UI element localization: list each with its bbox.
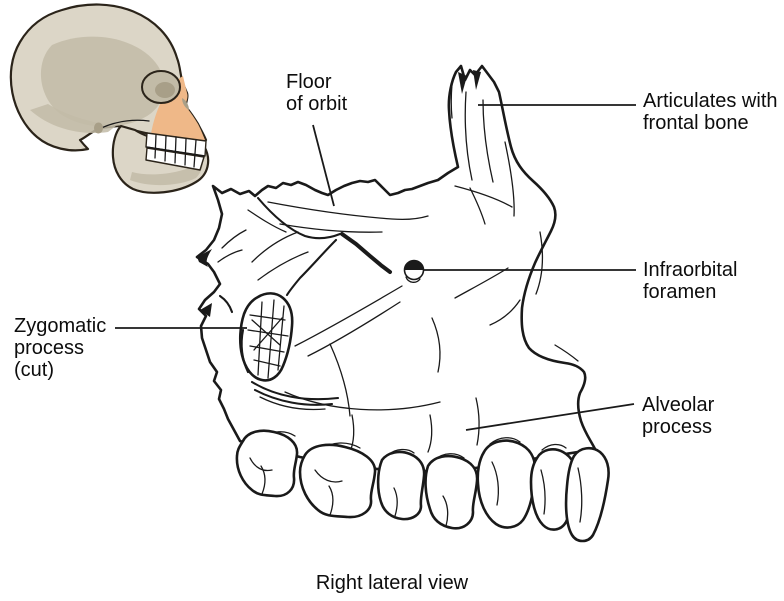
body-contour-lines xyxy=(294,231,579,453)
frontal-process-detail xyxy=(450,70,515,225)
label-articulates-with-frontal-bone: Articulates with frontal bone xyxy=(643,90,778,134)
skull-teeth-separators xyxy=(146,134,205,168)
skull-mandible-shading xyxy=(130,162,203,186)
tooth-molar-2 xyxy=(298,443,377,519)
maxilla-bone-drawing xyxy=(195,64,610,543)
teeth-row xyxy=(235,429,610,543)
label-alveolar-process: Alveolar process xyxy=(642,394,715,438)
skull-maxilla-highlight xyxy=(151,76,205,141)
tooth-canine xyxy=(476,439,537,529)
nasal-spine-accent xyxy=(197,249,212,267)
skull-ear-opening xyxy=(94,122,103,134)
tooth-central-incisor xyxy=(564,446,610,543)
tooth-premolar-1 xyxy=(424,454,479,530)
tooth-premolar-2 xyxy=(376,450,426,521)
skull-nasal-opening xyxy=(182,98,189,110)
leader-floor-of-orbit xyxy=(312,124,335,207)
label-infraorbital-foramen: Infraorbital foramen xyxy=(643,259,738,303)
infraorbital-foramen xyxy=(403,259,425,283)
skull-thumbnail-icon xyxy=(9,3,210,194)
tooth-molar-3 xyxy=(235,429,299,498)
maxilla-outline xyxy=(195,64,597,473)
anterior-notch-accent xyxy=(200,303,212,317)
orbital-floor-lines xyxy=(247,185,513,297)
cut-surface-hatching xyxy=(247,299,289,379)
leader-alveolar-process xyxy=(465,403,635,431)
figure-caption: Right lateral view xyxy=(315,572,469,594)
skull-temporal-shading xyxy=(40,36,165,127)
skull-orbit-inner xyxy=(155,82,175,98)
label-floor-of-orbit: Floor of orbit xyxy=(286,71,348,115)
skull-zygomatic-arch xyxy=(98,119,150,130)
leader-lines xyxy=(115,104,636,431)
anterior-surface-lines xyxy=(217,229,309,314)
label-zygomatic-process-cut: Zygomatic process (cut) xyxy=(14,315,107,381)
zygomatic-cut-surface xyxy=(238,292,441,411)
